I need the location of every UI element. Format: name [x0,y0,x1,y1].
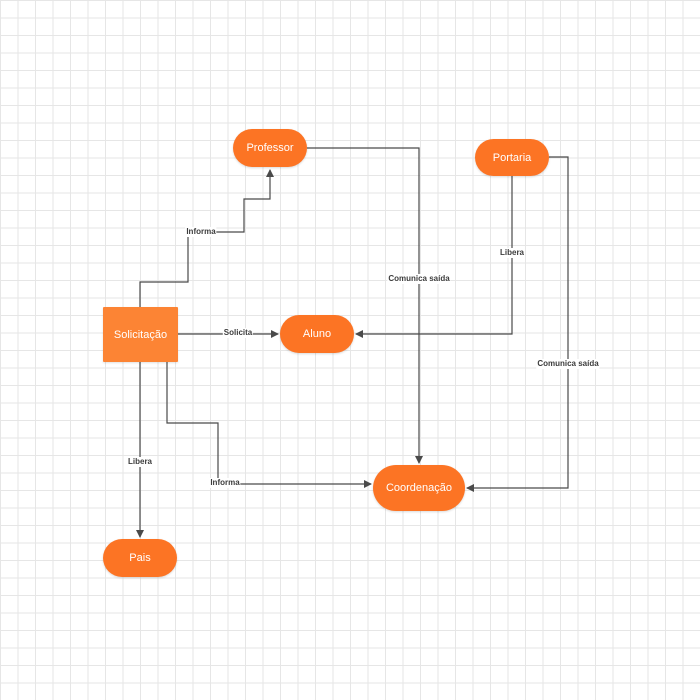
node-aluno[interactable]: Aluno [280,315,354,353]
node-pais[interactable]: Pais [103,539,177,577]
edge-portaria-aluno[interactable] [355,176,513,338]
edge-label-solicitacao-professor: Informa [185,227,217,237]
node-aluno-label: Aluno [302,328,332,340]
node-professor-label: Professor [246,142,294,154]
edge-label-solicitacao-aluno: Solicita [222,328,254,338]
edge-portaria-coordenacao[interactable] [466,156,569,492]
node-coordenacao[interactable]: Coordenação [373,465,465,511]
edge-label-portaria-aluno: Libera [498,248,526,258]
node-professor[interactable]: Professor [233,129,307,167]
node-pais-label: Pais [129,552,151,564]
edge-solicitacao-professor[interactable] [139,169,274,307]
node-portaria[interactable]: Portaria [475,139,549,176]
node-solicitacao-label: Solicitação [113,328,168,341]
edge-label-professor-coordenacao: Comunica saída [387,274,451,284]
node-coordenacao-label: Coordenação [385,482,453,494]
node-portaria-label: Portaria [492,151,532,164]
edge-professor-coordenacao[interactable] [307,147,423,464]
edge-label-solicitacao-pais: Libera [126,457,154,467]
node-solicitacao[interactable]: Solicitação [103,307,178,362]
edge-solicitacao-coordenacao[interactable] [166,362,372,488]
edge-label-solicitacao-coordenacao: Informa [209,478,241,488]
edge-label-portaria-coordenacao: Comunica saída [536,359,600,369]
